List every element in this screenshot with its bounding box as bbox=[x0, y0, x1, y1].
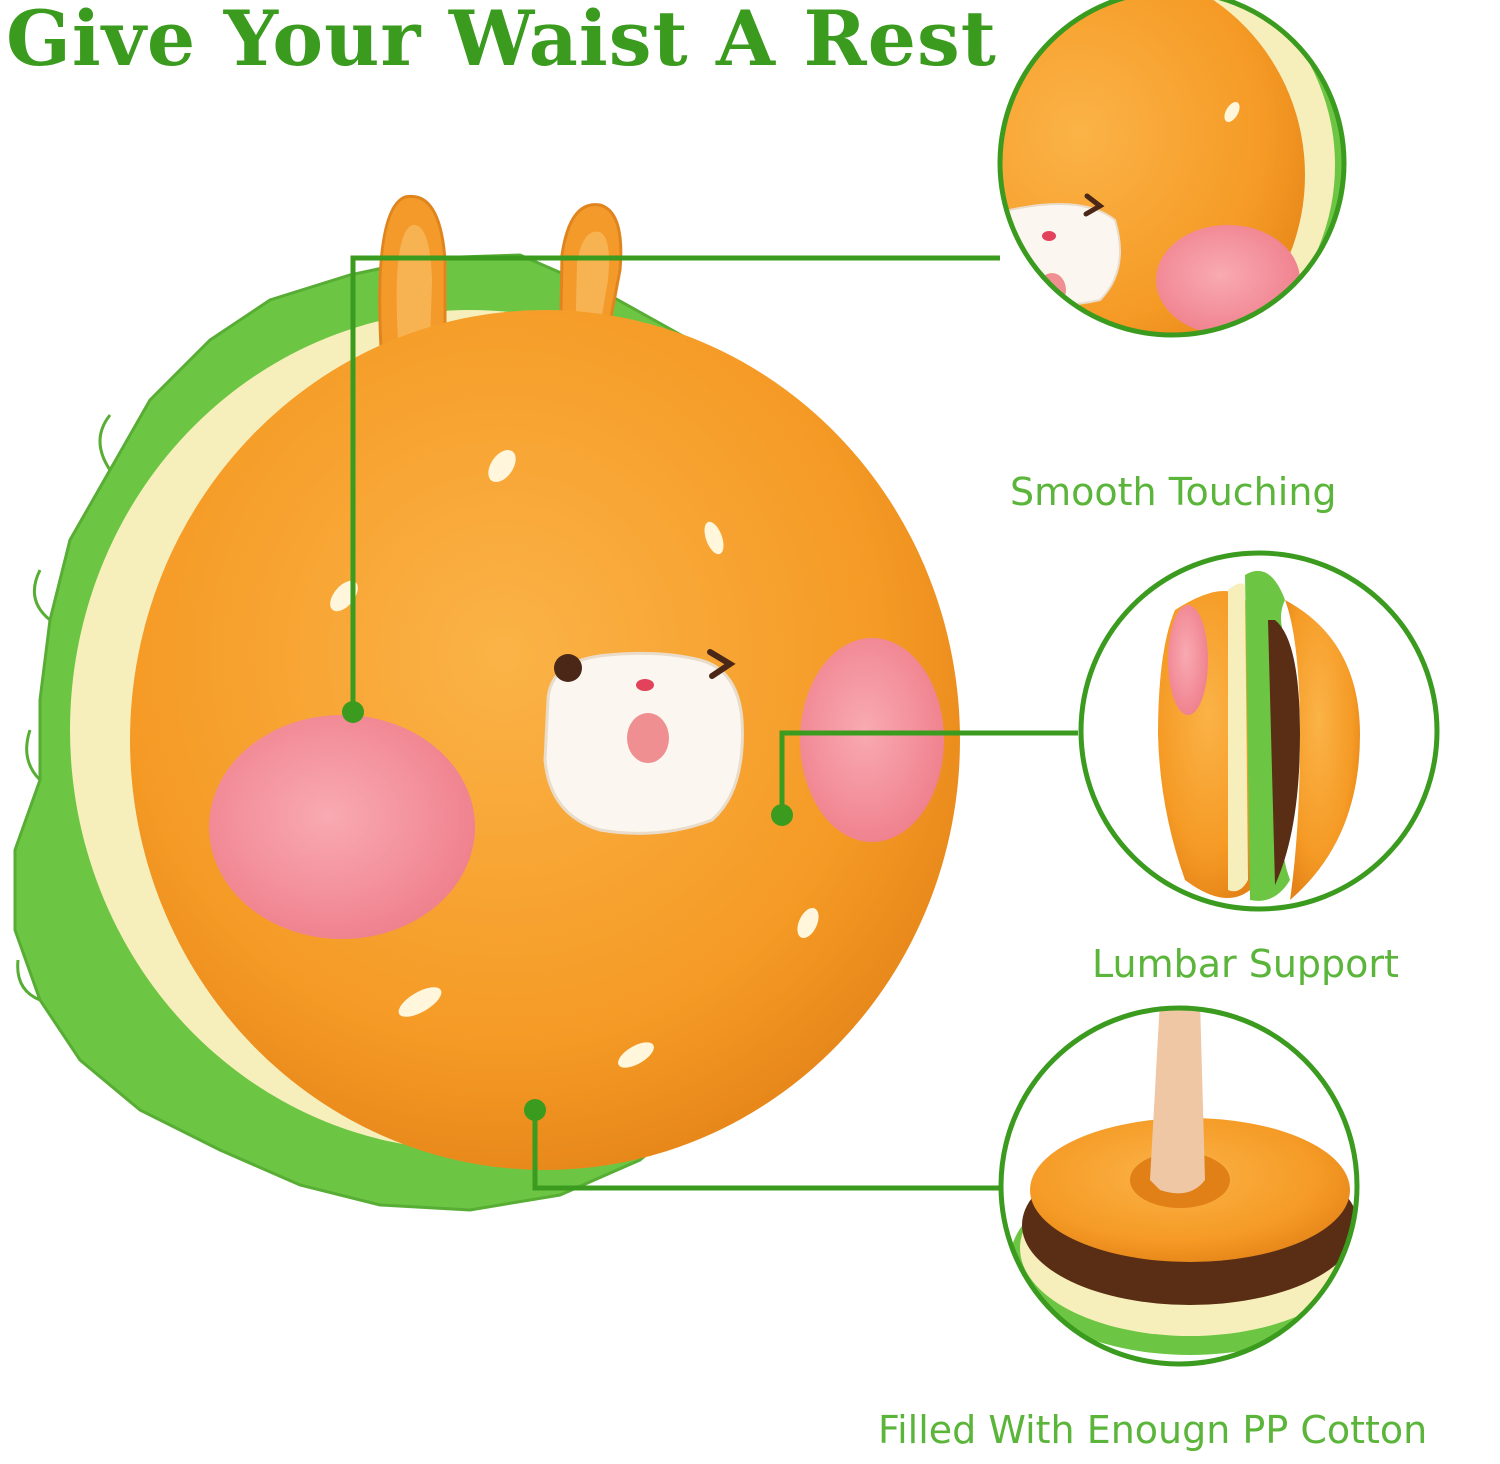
caption-smooth-touching: Smooth Touching bbox=[1010, 470, 1337, 514]
headline: Give Your Waist A Rest bbox=[6, 0, 997, 83]
caption-pp-cotton: Filled With Enougn PP Cotton bbox=[878, 1408, 1428, 1452]
detail-circle-lumbar bbox=[1078, 550, 1440, 912]
mouth bbox=[627, 713, 669, 763]
left-cheek bbox=[209, 715, 475, 939]
callout-lines bbox=[350, 255, 1078, 1191]
sesame-seeds bbox=[330, 449, 819, 1068]
callout-dots bbox=[342, 701, 793, 1121]
eye-wink bbox=[707, 649, 736, 679]
detail-circle-cotton bbox=[998, 1005, 1360, 1367]
caption-lumbar-support: Lumbar Support bbox=[1092, 942, 1399, 986]
burger-plush bbox=[13, 194, 960, 1212]
right-cheek bbox=[800, 638, 944, 842]
nose bbox=[636, 679, 654, 691]
eye-open bbox=[554, 654, 582, 682]
detail-circle-smooth bbox=[997, 0, 1347, 338]
